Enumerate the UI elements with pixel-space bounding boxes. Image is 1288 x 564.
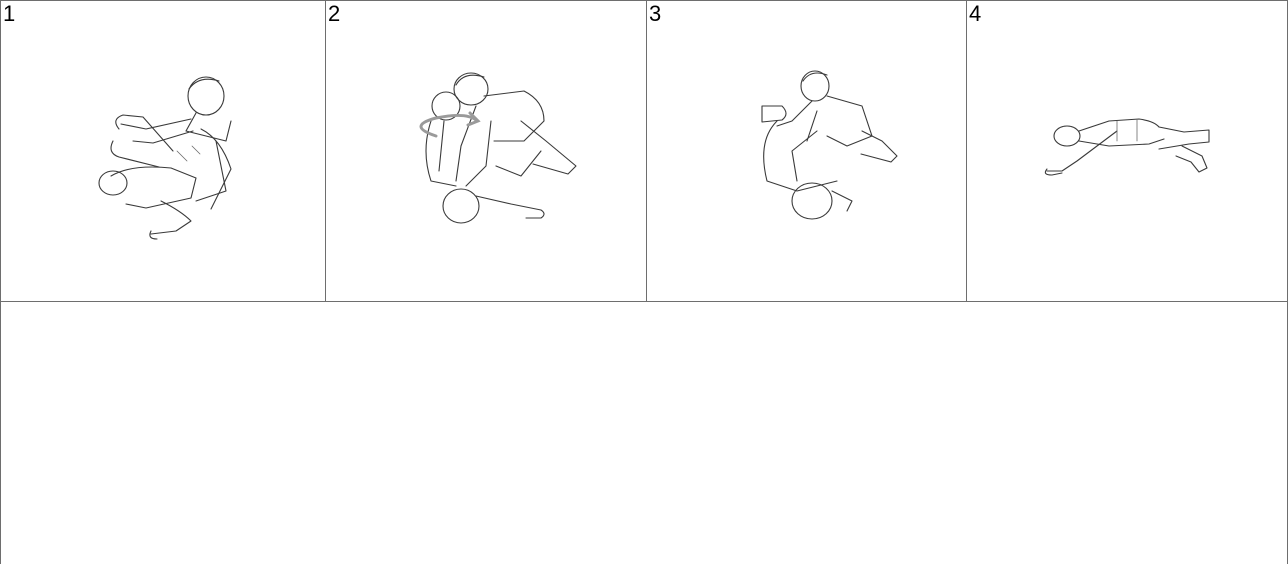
recovery-position-step-4-illustration [967, 1, 1287, 301]
recovery-position-step-1-illustration [1, 1, 325, 301]
step-cell-3: 3 [647, 1, 966, 301]
step-cell-1: 1 [1, 1, 325, 301]
recovery-position-step-3-illustration [647, 1, 966, 301]
recovery-position-step-2-illustration [326, 1, 646, 301]
step-cell-2: 2 [326, 1, 646, 301]
step-cell-4: 4 [967, 1, 1287, 301]
lower-empty-cell [1, 302, 1287, 564]
